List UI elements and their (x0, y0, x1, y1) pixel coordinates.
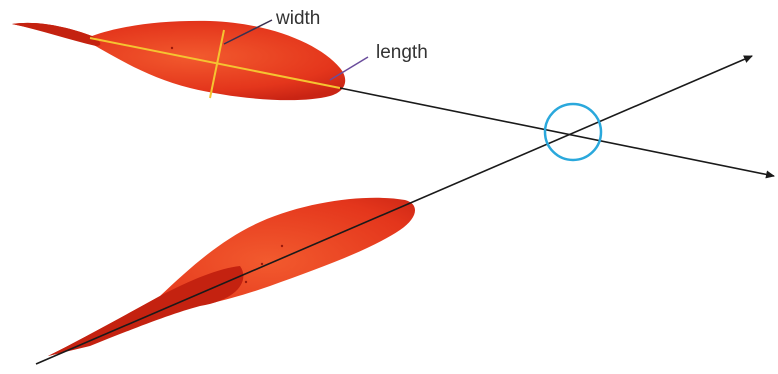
lower-blade-tail (48, 266, 244, 356)
lower-blade-spot (260, 262, 264, 266)
lower-blade-spot (244, 280, 248, 284)
length-label: length (376, 42, 428, 63)
width-label: width (275, 8, 320, 29)
width-leader-line (223, 19, 273, 45)
lower-blade-spot (280, 244, 284, 248)
length-leader-line (329, 56, 369, 81)
upper-blade-tail (12, 22, 101, 46)
upper-trajectory-arrow (339, 87, 775, 179)
upper-length-axis (89, 37, 341, 89)
intersection-circle (543, 102, 603, 162)
upper-width-axis (209, 29, 225, 99)
lower-trajectory-arrow (35, 55, 753, 365)
lower-blade-spot (170, 46, 174, 50)
